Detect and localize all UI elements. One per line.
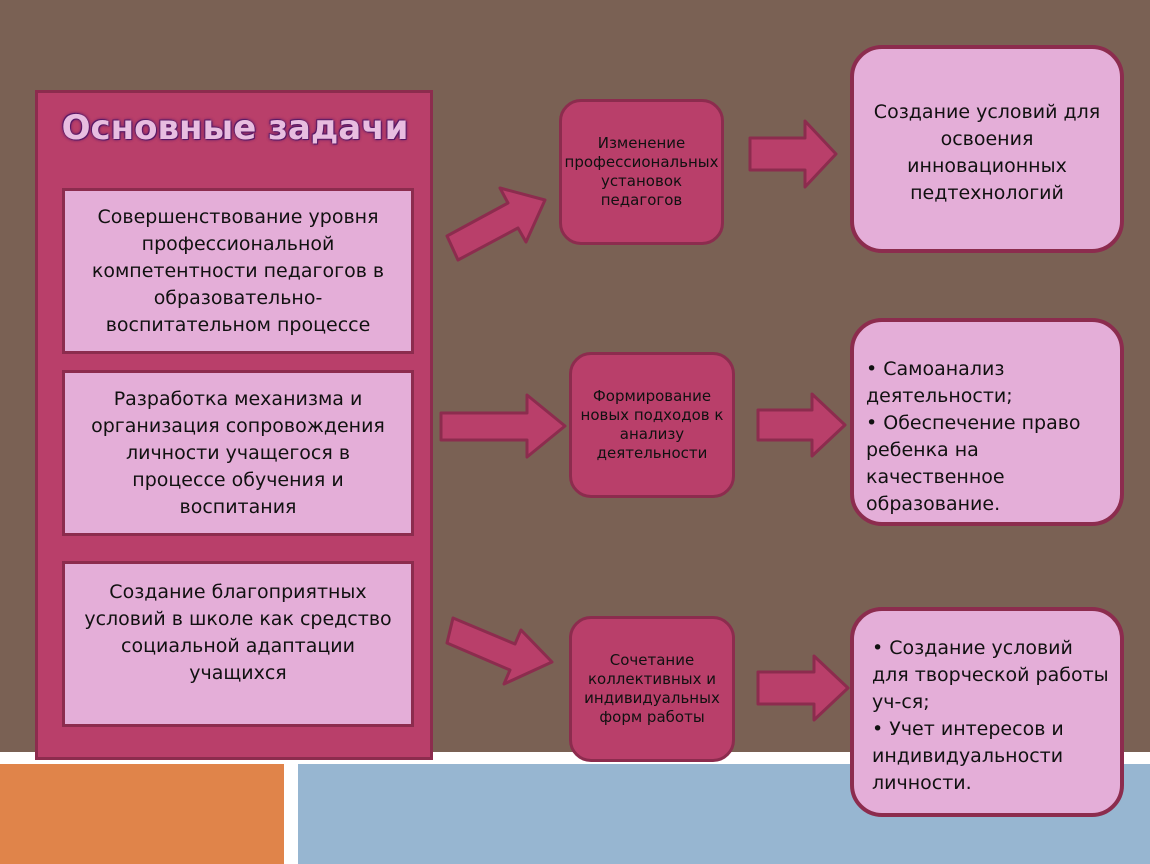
mid-box-2: Формирование новых подходов к анализу де… [569,352,735,498]
result-box-2-item: • Обеспечение право ребенка на качествен… [866,412,1081,515]
arrow-mid3-to-right3 [756,654,850,722]
footer-orange-block [0,764,284,864]
task-box-2: Разработка механизма и организация сопро… [62,370,414,536]
arrow-mid1-to-right1 [748,119,838,189]
arrow-mid2-to-right2 [756,392,847,458]
result-box-3-item: • Создание условий для творческой работы… [872,637,1109,713]
result-box-2: • Самоанализ деятельности; • Обеспечение… [850,318,1124,526]
mid-box-3: Сочетание коллективных и индивидуальных … [569,616,735,762]
result-box-2-item: • Самоанализ деятельности; [866,358,1013,407]
arrow-task1-to-mid1 [445,186,547,262]
result-box-3: • Создание условий для творческой работы… [850,607,1124,817]
result-box-3-item: • Учет интересов и индивидуальности личн… [872,718,1064,794]
task-box-3: Создание благоприятных условий в школе к… [62,561,414,727]
result-box-3-list: • Создание условий для творческой работы… [872,635,1114,797]
result-box-2-list: • Самоанализ деятельности; • Обеспечение… [866,356,1120,518]
arrow-task3-to-mid3 [445,616,554,686]
main-title: Основные задачи [61,108,409,148]
result-box-1: Создание условий для освоения инновацион… [850,45,1124,253]
task-box-1: Совершенствование уровня профессионально… [62,188,414,354]
result-box-1-text: Создание условий для освоения инновацион… [873,101,1101,204]
arrow-task2-to-mid2 [439,393,567,459]
mid-box-1: Изменение профессиональных установок пед… [559,99,724,245]
